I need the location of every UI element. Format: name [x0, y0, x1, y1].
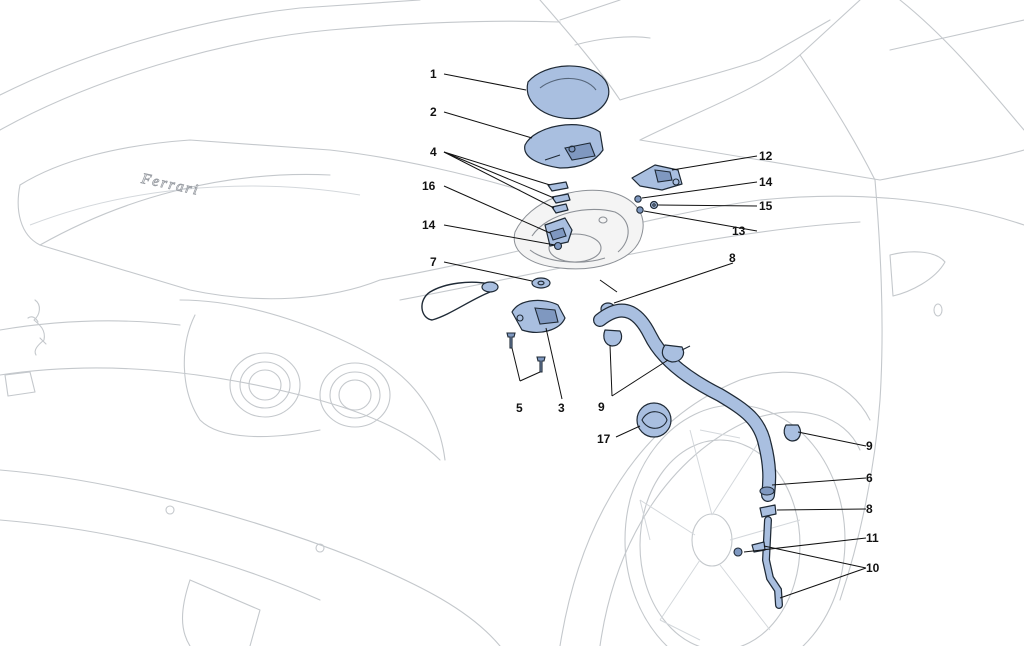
prancing-horse-emblem	[27, 299, 47, 356]
callout-14-right: 14	[759, 175, 773, 189]
callout-9-left: 9	[598, 400, 605, 414]
callout-8-top: 8	[729, 251, 736, 265]
callout-numbers: 1 2 4 16 14 7 5 3 12 14 15 13 8 9 17 9 6…	[422, 67, 880, 575]
part-2-hinge-bracket	[524, 124, 604, 169]
callout-8-bottom: 8	[866, 502, 873, 516]
callout-3: 3	[558, 401, 565, 415]
ferrari-badge: Ferrari	[139, 171, 201, 199]
part-16-latch	[544, 217, 573, 247]
part-7-tether	[421, 281, 499, 321]
part-12-hinge	[631, 164, 683, 191]
callout-16: 16	[422, 179, 436, 193]
filler-housing	[513, 189, 644, 270]
part-5-screws	[506, 332, 546, 373]
part-13-nut	[636, 206, 644, 214]
callout-2: 2	[430, 105, 437, 119]
callout-15: 15	[759, 199, 773, 213]
part-9-clamps	[603, 329, 802, 442]
callout-1: 1	[430, 67, 437, 81]
part-4-clips	[547, 181, 571, 214]
callout-6: 6	[866, 471, 873, 485]
callout-17: 17	[597, 432, 611, 446]
part-14-screw-b	[634, 195, 642, 203]
part-6-fuel-hose	[593, 303, 777, 502]
part-3-release-unit	[511, 299, 566, 333]
callout-4: 4	[430, 145, 437, 159]
callout-12: 12	[759, 149, 773, 163]
callout-13: 13	[732, 224, 746, 238]
part-14-screw-a	[553, 241, 563, 251]
callout-9-right: 9	[866, 439, 873, 453]
part-15-washer	[649, 200, 659, 210]
callout-7: 7	[430, 255, 437, 269]
part-1-fuel-door	[526, 65, 610, 120]
callout-14-left: 14	[422, 218, 436, 232]
part-7-washer	[531, 277, 551, 289]
part-11-bolt	[733, 547, 743, 557]
callout-5: 5	[516, 401, 523, 415]
callout-10: 10	[866, 561, 880, 575]
part-8-lower-clamp	[759, 504, 777, 518]
leader-lines	[443, 73, 867, 599]
callout-11: 11	[866, 531, 879, 545]
part-17-grommet	[636, 402, 672, 438]
